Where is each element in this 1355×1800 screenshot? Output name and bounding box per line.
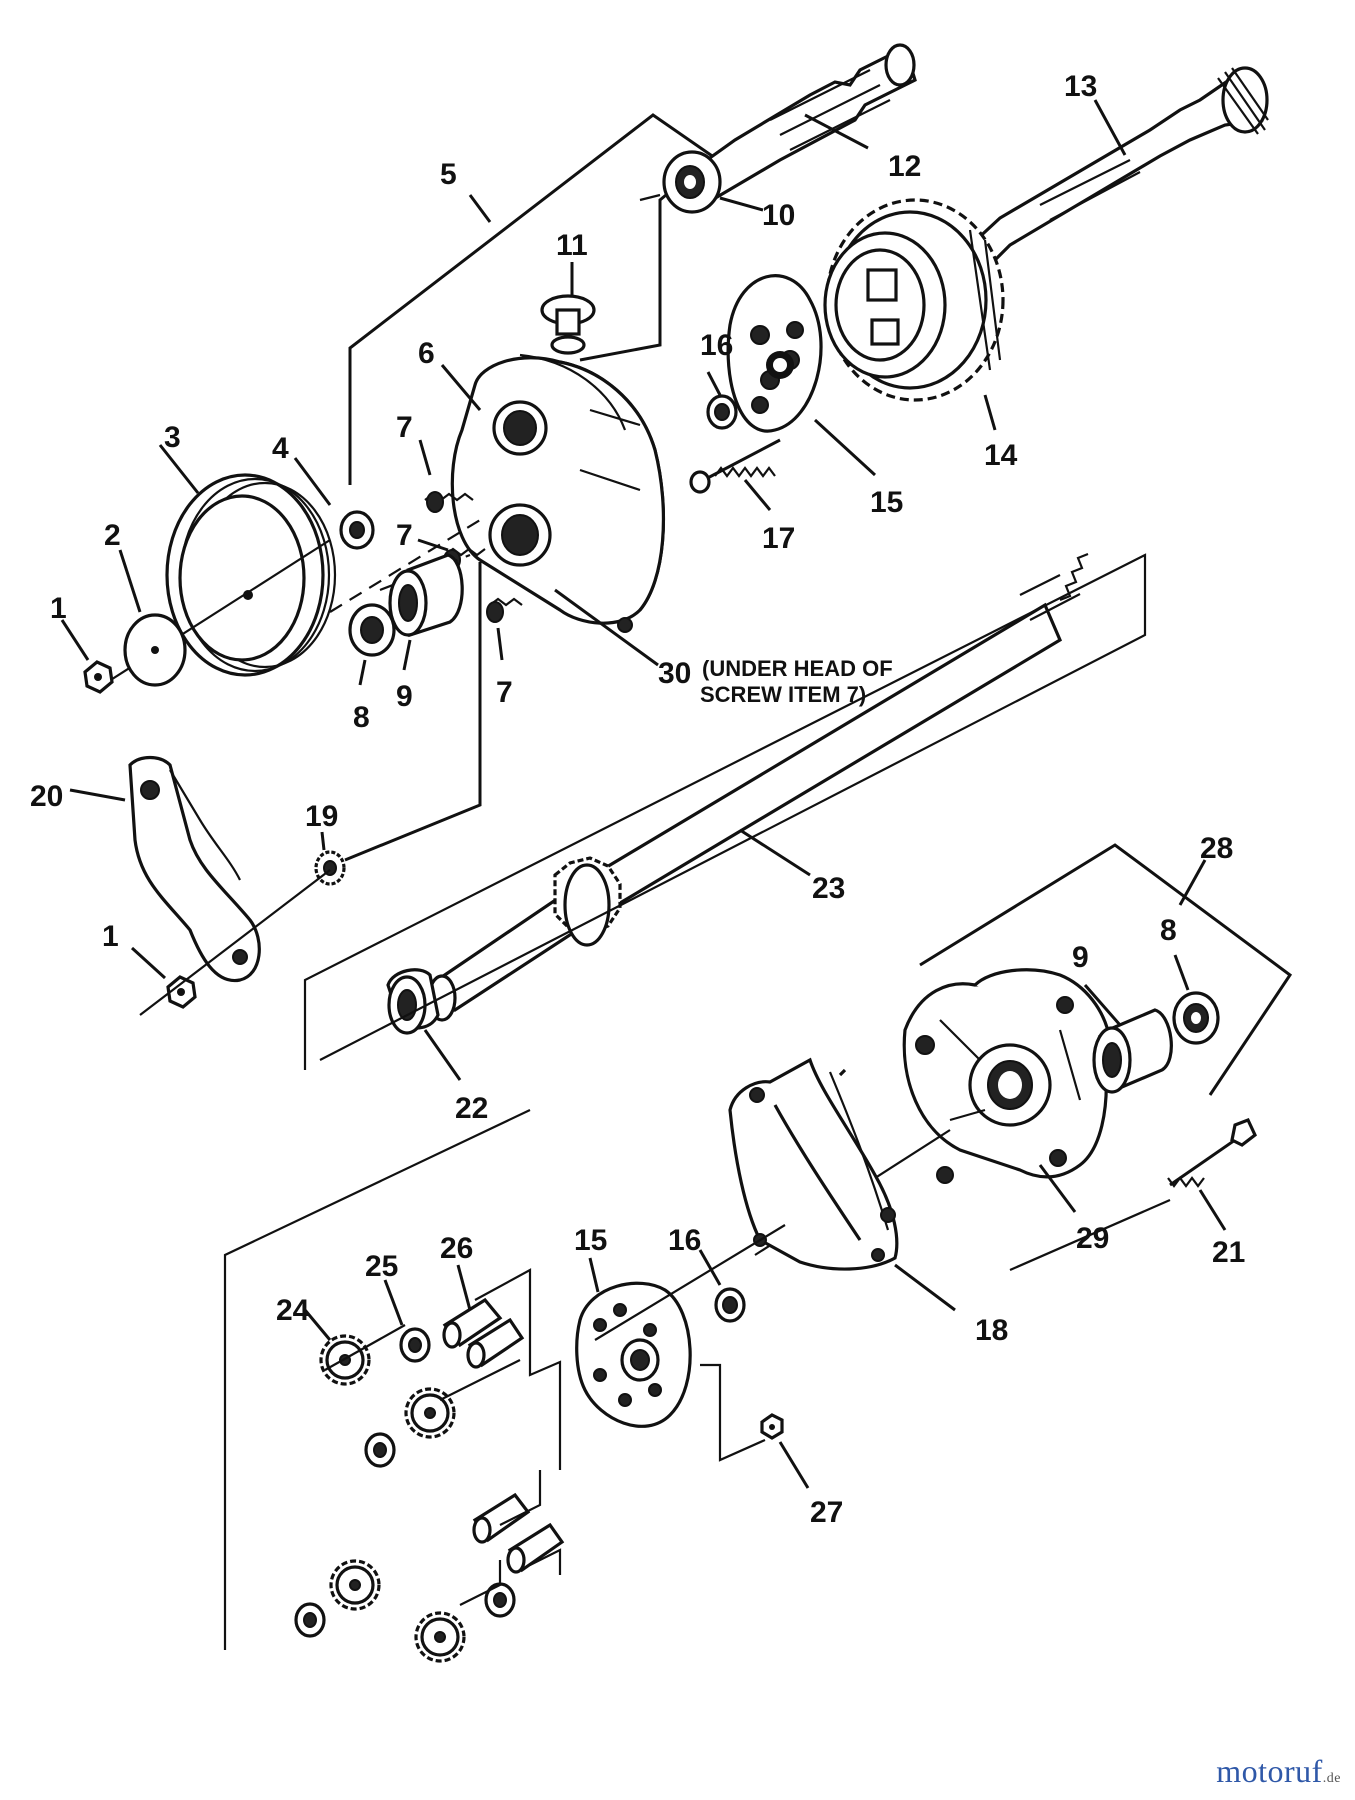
part-13-shaft: [957, 66, 1269, 278]
bracket-5: [348, 113, 719, 485]
label-10: 10: [762, 199, 795, 232]
label-13: 13: [1064, 70, 1097, 103]
part-15-carrier-plate: [726, 274, 877, 477]
label-7: 7: [396, 411, 413, 444]
label-15: 15: [870, 486, 903, 519]
label-4: 4: [272, 432, 289, 465]
part-6-gear-case: [440, 353, 666, 633]
label-18: 18: [975, 1314, 1008, 1347]
label-9: 9: [396, 680, 413, 713]
part-18-gasket: [728, 1057, 956, 1312]
part-10-bearing: [579, 150, 764, 362]
label-1b: 1: [102, 920, 119, 953]
part-4-washer: [293, 457, 375, 550]
label-17: 17: [762, 522, 795, 555]
part-8-bearing: [348, 603, 396, 686]
watermark-logo: motoruf.de: [1216, 1753, 1341, 1790]
label-15b: 15: [574, 1224, 607, 1257]
part-8-bearing-lower: [1172, 954, 1220, 1045]
label-1: 1: [50, 592, 67, 625]
part-27-nut: [700, 1363, 810, 1489]
label-27: 27: [810, 1496, 843, 1529]
part-12-shaft: [698, 43, 917, 203]
note-30-line2: SCREW ITEM 7): [700, 682, 866, 707]
label-16: 16: [700, 329, 733, 362]
item-30-leader: [554, 588, 659, 667]
callout-labels: 1 2 3 4 5 6 7 7 7 8 9 10 11 12 13 14 15 …: [30, 70, 1245, 1529]
label-7b: 7: [396, 519, 413, 552]
label-25: 25: [365, 1250, 398, 1283]
part-21-bolt: [1167, 1117, 1257, 1231]
shaft-group-bracket: [303, 553, 1147, 1070]
part-24-pinions: [303, 1309, 466, 1663]
bracket-28: [919, 843, 1293, 1096]
part-1-nut-lower: [130, 869, 331, 1016]
part-29-housing: [754, 968, 1171, 1272]
label-21: 21: [1212, 1236, 1245, 1269]
label-9b: 9: [1072, 941, 1089, 974]
label-12: 12: [888, 150, 921, 183]
label-22: 22: [455, 1092, 488, 1125]
part-23-long-shaft: [427, 552, 1089, 1022]
label-29: 29: [1076, 1222, 1109, 1255]
part-20-bracket: [69, 755, 261, 983]
part-9-bushing-lower: [1083, 984, 1173, 1094]
label-23: 23: [812, 872, 845, 905]
label-2: 2: [104, 519, 121, 552]
label-28: 28: [1200, 832, 1233, 865]
label-7c: 7: [496, 676, 513, 709]
part-25-washers: [294, 1279, 516, 1638]
label-26: 26: [440, 1232, 473, 1265]
part-3-pulley: [94, 444, 337, 691]
part-1-nut: [60, 619, 114, 694]
part-11-plug: [540, 262, 596, 355]
label-14: 14: [984, 439, 1018, 472]
part-15-carrier-plate-lower: [575, 1224, 786, 1428]
part-2-disc: [118, 549, 187, 687]
label-5: 5: [440, 158, 457, 191]
part-26-pins: [439, 1264, 565, 1606]
label-20: 20: [30, 780, 63, 813]
label-24: 24: [276, 1294, 310, 1327]
label-30: 30: [658, 657, 691, 690]
part-17-screw: [689, 438, 781, 511]
part-14-gear: [823, 198, 1005, 431]
label-11: 11: [556, 229, 588, 262]
lower-group-bracket: [223, 1109, 531, 1650]
label-8: 8: [353, 701, 370, 734]
label-3: 3: [164, 421, 181, 454]
label-6: 6: [418, 337, 435, 370]
part-16-washer: [706, 371, 738, 430]
note-30-line1: (UNDER HEAD OF: [702, 656, 893, 681]
label-16b: 16: [668, 1224, 701, 1257]
part-9-bushing: [388, 553, 464, 671]
part-16-washer-lower: [698, 1249, 746, 1323]
watermark-main: motoruf: [1216, 1753, 1323, 1789]
watermark-suffix: .de: [1322, 1771, 1341, 1786]
label-19: 19: [305, 800, 338, 833]
label-8b: 8: [1160, 914, 1177, 947]
